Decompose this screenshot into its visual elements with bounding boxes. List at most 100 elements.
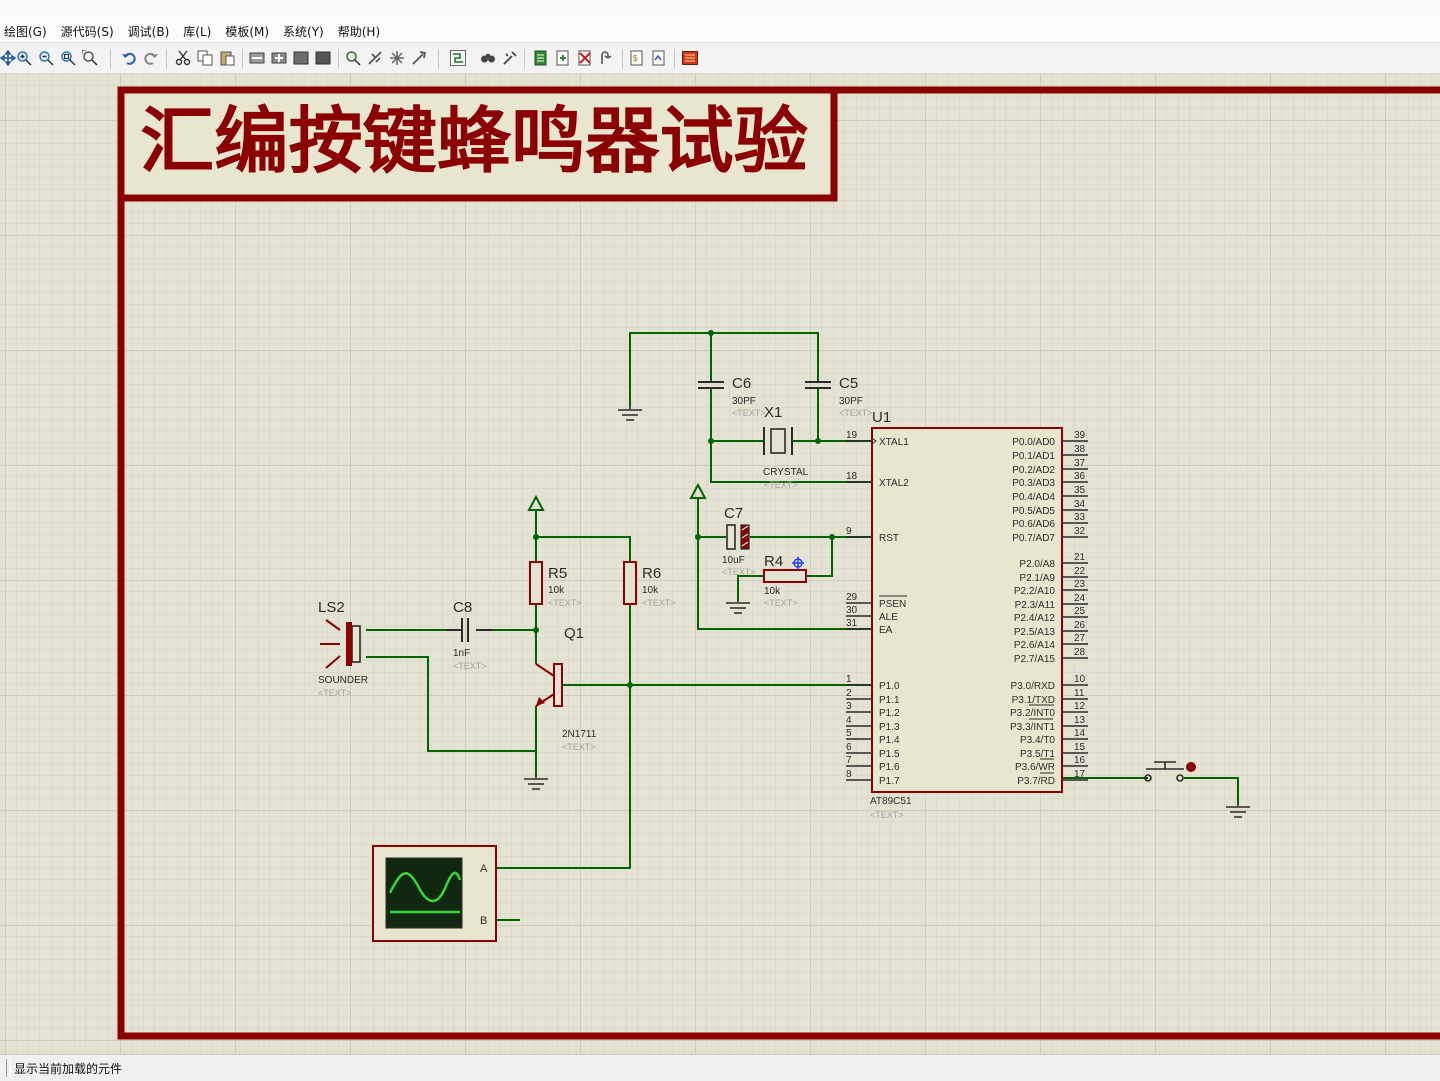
goto-sheet-icon[interactable]: [599, 50, 615, 66]
menu-library[interactable]: 库(L): [183, 24, 212, 39]
mcu-u1[interactable]: U1 AT89C51 <TEXT> 19XTAL118XTAL29RST29PS…: [846, 409, 1088, 820]
pick-device-icon[interactable]: [345, 50, 361, 66]
bill-of-materials-icon[interactable]: $: [629, 50, 645, 66]
pin-number: 35: [1074, 485, 1086, 496]
property-assign-icon[interactable]: [502, 50, 518, 66]
decompose-icon[interactable]: [411, 50, 427, 66]
resistor-r6[interactable]: R6 10k <TEXT>: [623, 561, 676, 608]
pin-name: P2.4/A12: [1014, 613, 1056, 624]
zoom-out-icon[interactable]: [38, 50, 54, 66]
paste-icon[interactable]: [219, 50, 235, 66]
copy-icon[interactable]: [197, 50, 213, 66]
r6-text: <TEXT>: [642, 598, 676, 608]
ares-icon[interactable]: [682, 50, 698, 66]
oscilloscope[interactable]: A B: [372, 845, 497, 942]
packaging-icon[interactable]: [389, 50, 405, 66]
u1-value: AT89C51: [870, 796, 912, 807]
title-box[interactable]: 汇编按键蜂鸣器试验: [117, 86, 838, 202]
capacitor-c7[interactable]: C7 10uF <TEXT>: [722, 505, 756, 577]
mcu-pin-p1-4[interactable]: 5P1.4: [846, 728, 900, 746]
new-sheet-icon[interactable]: [533, 50, 549, 66]
pin-name: P3.7/RD: [1017, 776, 1055, 787]
menu-template[interactable]: 模板(M): [225, 24, 270, 39]
push-button[interactable]: [1144, 761, 1196, 782]
menu-debug[interactable]: 调试(B): [127, 24, 170, 39]
block-move-icon[interactable]: [271, 50, 287, 66]
sounder-ls2[interactable]: LS2 SOUNDER <TEXT>: [318, 599, 368, 698]
pin-number: 2: [846, 688, 852, 699]
mcu-pin-p1-7[interactable]: 8P1.7: [846, 769, 900, 787]
netlist-icon[interactable]: [651, 50, 667, 66]
make-device-icon[interactable]: [367, 50, 383, 66]
schematic-canvas[interactable]: 汇编按键蜂鸣器试验: [0, 74, 1440, 1054]
menu-draw[interactable]: 绘图(G): [4, 24, 47, 39]
search-icon[interactable]: [480, 50, 496, 66]
capacitor-c5[interactable]: C5 30PF <TEXT>: [805, 375, 873, 418]
mcu-pin-p1-1[interactable]: 2P1.1: [846, 688, 900, 706]
undo-icon[interactable]: [121, 50, 137, 66]
wire-autorouter-icon[interactable]: [450, 50, 466, 66]
crystal-x1[interactable]: X1 CRYSTAL <TEXT>: [763, 404, 809, 490]
zoom-all-icon[interactable]: [60, 50, 76, 66]
zoom-area-icon[interactable]: [82, 50, 98, 66]
mcu-pin-p1-0[interactable]: 1P1.0: [846, 674, 900, 692]
zoom-in-icon[interactable]: [16, 50, 32, 66]
redo-icon[interactable]: [143, 50, 159, 66]
scope-channel-a: A: [480, 863, 488, 875]
transistor-q1[interactable]: Q1 2N1711 <TEXT>: [535, 625, 597, 752]
pin-number: 8: [846, 769, 852, 780]
capacitor-c8[interactable]: C8 1nF <TEXT>: [446, 599, 492, 671]
mcu-pin-p1-3[interactable]: 4P1.3: [846, 715, 900, 733]
block-delete-icon[interactable]: [315, 50, 331, 66]
block-rotate-icon[interactable]: [293, 50, 309, 66]
pin-name: P1.1: [879, 695, 900, 706]
cut-icon[interactable]: [175, 50, 191, 66]
menu-source[interactable]: 源代码(S): [60, 24, 114, 39]
resistor-r4[interactable]: R4 10k <TEXT>: [763, 553, 807, 608]
schematic-workarea[interactable]: 汇编按键蜂鸣器试验: [0, 74, 1440, 1054]
add-sheet-icon[interactable]: [555, 50, 571, 66]
mcu-pin-p1-6[interactable]: 7P1.6: [846, 755, 900, 773]
mcu-pin-p1-2[interactable]: 3P1.2: [846, 701, 900, 719]
pin-name: RST: [879, 533, 899, 544]
pan-icon[interactable]: [0, 50, 16, 66]
block-copy-icon[interactable]: [249, 50, 265, 66]
pin-number: 24: [1074, 593, 1086, 604]
pin-name: P2.0/A8: [1019, 559, 1055, 570]
menu-help[interactable]: 帮助(H): [337, 24, 381, 39]
resistor-r5[interactable]: R5 10k <TEXT>: [529, 561, 582, 608]
capacitor-c6[interactable]: C6 30PF <TEXT>: [698, 375, 766, 418]
mcu-pin-p1-5[interactable]: 6P1.5: [846, 742, 900, 760]
remove-sheet-icon[interactable]: [577, 50, 593, 66]
menu-system[interactable]: 系统(Y): [283, 24, 324, 39]
